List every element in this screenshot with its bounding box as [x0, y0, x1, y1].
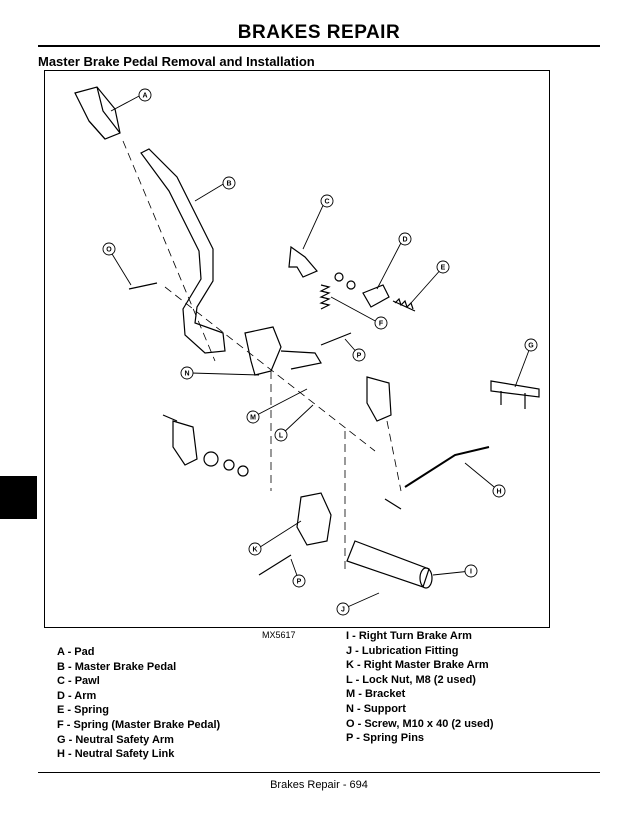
legend-item: C - Pawl: [57, 675, 100, 688]
legend-item: L - Lock Nut, M8 (2 used): [346, 673, 476, 686]
exploded-diagram: A B C D E F G H I J K L M N O P P: [44, 70, 550, 628]
legend-item: K - Right Master Brake Arm: [346, 659, 489, 672]
legend-item: E - Spring: [57, 704, 109, 717]
page-footer: Brakes Repair - 694: [270, 779, 368, 791]
header-rule: [38, 45, 600, 47]
callout-label: I: [470, 569, 472, 576]
callout-label: M: [250, 415, 256, 422]
section-title: Master Brake Pedal Removal and Installat…: [38, 54, 315, 69]
legend-item: D - Arm: [57, 689, 97, 702]
section-tab-marker: [0, 476, 37, 519]
callout-label: J: [341, 607, 345, 614]
callout-label: H: [496, 489, 501, 496]
legend-left: A - Pad B - Master Brake Pedal C - Pawl …: [57, 645, 220, 762]
legend-right: I - Right Turn Brake Arm J - Lubrication…: [346, 629, 494, 746]
legend-item: G - Neutral Safety Arm: [57, 733, 174, 746]
legend-item: B - Master Brake Pedal: [57, 660, 177, 673]
diagram-drawing: A B C D E F G H I J K L M N O P P: [74, 86, 540, 616]
legend-item: H - Neutral Safety Link: [57, 748, 175, 761]
callout-label: N: [184, 371, 189, 378]
callout-label: A: [142, 93, 147, 100]
legend-item: A - Pad: [57, 646, 95, 658]
legend-item: J - Lubrication Fitting: [346, 644, 459, 657]
callout-label: G: [528, 343, 534, 350]
callout-label: P: [297, 579, 302, 586]
legend-item: M - Bracket: [346, 688, 406, 701]
legend-item: O - Screw, M10 x 40 (2 used): [346, 717, 494, 730]
callout-label: D: [402, 237, 407, 244]
callout-label: C: [324, 199, 329, 206]
callout-label: E: [441, 265, 446, 272]
callout-label: F: [379, 321, 384, 328]
footer-rule: [38, 772, 600, 773]
callout-label: P: [357, 353, 362, 360]
legend-item: P - Spring Pins: [346, 732, 425, 745]
callout-label: O: [106, 247, 112, 254]
legend-item: F - Spring (Master Brake Pedal): [57, 718, 221, 731]
legend-item: N - Support: [346, 702, 406, 715]
legend-item: I - Right Turn Brake Arm: [346, 630, 472, 642]
callout-label: B: [226, 181, 231, 188]
figure-id: MX5617: [262, 630, 296, 640]
callout-label: K: [252, 547, 257, 554]
page-title: BRAKES REPAIR: [237, 22, 401, 43]
callout-label: L: [279, 433, 284, 440]
